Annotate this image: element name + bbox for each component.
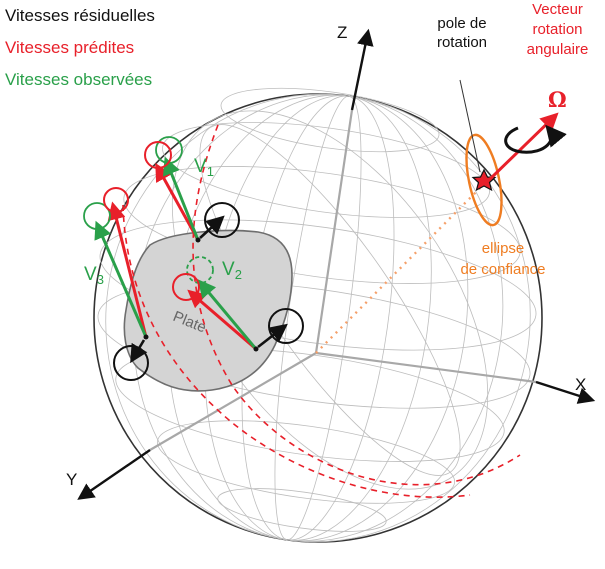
legend-predicted: Vitesses prédites [5, 38, 135, 57]
omega-vector-arrow [487, 112, 559, 182]
velocity-site-2 [172, 256, 304, 352]
rotation-paths [122, 124, 521, 498]
omega-rotation-curl-icon [504, 124, 567, 154]
confidence-ellipse [465, 133, 503, 227]
vector-label: Vecteur rotation angulaire [510, 0, 605, 60]
velocity-label-1: V1 [194, 156, 214, 179]
ellipse-label-line2: de confiance [460, 261, 546, 278]
velocity-site-1 [144, 136, 240, 243]
axis-label-z: Z [337, 23, 347, 42]
ellipse-label: ellipse de confiance [448, 238, 558, 280]
vector-label-line3: angulaire [526, 41, 589, 58]
axis-label-y: Y [66, 470, 77, 489]
velocity-label-3: V3 [84, 264, 104, 287]
axis-x [535, 380, 596, 404]
velocity-site-3 [83, 187, 149, 381]
legend-observed: Vitesses observées [5, 70, 153, 89]
plate-shape [123, 229, 293, 392]
vector-label-line1: Vecteur [532, 1, 583, 18]
pole-label-line1: pole de [437, 15, 487, 32]
inner-axes [149, 109, 537, 451]
vector-label-line2: rotation [532, 21, 583, 38]
parallel-grid [97, 87, 537, 532]
axis-label-x: X [575, 375, 586, 394]
pole-label: pole de rotation [418, 14, 506, 52]
velocity-label-2: V2 [222, 259, 242, 282]
pole-pointer [459, 79, 481, 173]
ellipse-label-line1: ellipse [481, 240, 525, 257]
axis-z [350, 28, 374, 111]
axis-y [77, 449, 151, 500]
omega-label: Ω [548, 87, 567, 112]
legend-residual: Vitesses résiduelles [5, 6, 155, 25]
pole-label-line2: rotation [436, 34, 488, 51]
